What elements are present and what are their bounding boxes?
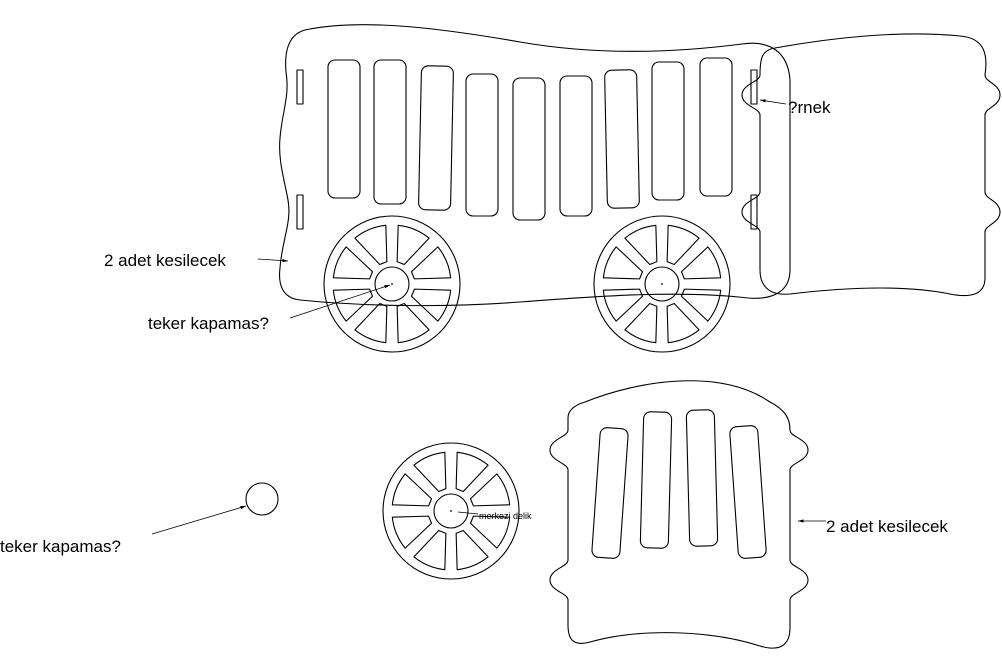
wheel-rim (323, 215, 461, 353)
label-cut-two-bottom: 2 adet kesilecek (826, 517, 948, 536)
side-window-bar (559, 75, 593, 217)
side-panel-outline (278, 24, 791, 307)
end-window-bar (685, 409, 719, 547)
wheel-hub (374, 266, 410, 302)
wheel-spoke-cutout (413, 451, 447, 493)
label-wheel-cap-top: teker kapamas? (148, 314, 269, 333)
wheel-rim (593, 215, 731, 353)
wagon-side-panel (278, 24, 791, 307)
wheel-center-hole (450, 510, 452, 512)
side-window-bar (373, 59, 407, 205)
end-window-bars (591, 409, 767, 559)
side-window-bar (651, 61, 685, 201)
end-window-bar (729, 425, 767, 559)
wheel-right (593, 215, 731, 353)
wheel-spoke-cutout (624, 302, 658, 344)
wheel-spoke-cutout (354, 302, 388, 344)
wheel-spoke-cutout (680, 246, 722, 280)
end-window-bar (591, 427, 629, 559)
side-window-bar (465, 73, 499, 217)
wheel-loose (382, 442, 520, 580)
leader-wheel-cap-top (289, 284, 391, 319)
side-window-bar (699, 57, 733, 197)
wheel-spoke-cutout (680, 288, 722, 322)
end-panel-bottom (549, 380, 809, 649)
wheel-spoke-cutout (413, 529, 447, 571)
wheel-hub (433, 493, 469, 529)
wheel-spoke-cutout (332, 246, 374, 280)
end-panel-sample-outline (741, 33, 1001, 297)
wheel-spoke-cutout (410, 288, 452, 322)
wheel-spoke-cutout (469, 473, 511, 507)
side-slot-bottom (296, 194, 304, 230)
wheel-left (323, 215, 461, 353)
label-sample: ?rnek (788, 98, 831, 117)
wheel-center-hole (391, 283, 393, 285)
side-window-bars (327, 57, 733, 221)
side-slot-bottom-right (750, 194, 758, 230)
wheel-spoke-cutout (602, 288, 644, 322)
label-cut-two-top: 2 adet kesilecek (104, 251, 226, 270)
wheel-spoke-cutout (410, 246, 452, 280)
end-window-bar (639, 411, 673, 549)
wheel-spoke-cutout (396, 302, 430, 344)
wheel-spoke-cutout (332, 288, 374, 322)
side-window-bar (512, 77, 546, 221)
side-window-bar (604, 69, 640, 209)
side-slot-top (296, 69, 304, 105)
leader-wheel-cap-bottom (151, 505, 247, 535)
wheel-spoke-cutout (391, 473, 433, 507)
label-center-hole: merkezi delik (479, 511, 532, 521)
wheel-spoke-cutout (396, 224, 430, 266)
wheel-spoke-cutout (455, 529, 489, 571)
wheel-spoke-cutout (455, 451, 489, 493)
wheel-hub (644, 266, 680, 302)
wheel-cap-circle (245, 482, 279, 516)
wheel-center-hole (661, 283, 663, 285)
wheel-spoke-cutout (624, 224, 658, 266)
wheel-spoke-cutout (666, 302, 700, 344)
side-window-bar (418, 65, 454, 211)
side-slot-top-right (750, 69, 758, 105)
wheel-spoke-cutout (666, 224, 700, 266)
end-panel-sample (741, 33, 1001, 297)
wheel-spoke-cutout (469, 515, 511, 549)
side-window-bar (327, 59, 361, 199)
wheel-spoke-cutout (354, 224, 388, 266)
wheel-spoke-cutout (602, 246, 644, 280)
wheel-spoke-cutout (391, 515, 433, 549)
leader-cut-two-top (257, 258, 289, 263)
label-wheel-cap-bottom: teker kapamas? (0, 537, 121, 556)
wheel-rim (382, 442, 520, 580)
end-panel-bottom-outline (549, 380, 809, 649)
leader-sample (759, 99, 787, 105)
leader-center-hole (457, 511, 479, 515)
